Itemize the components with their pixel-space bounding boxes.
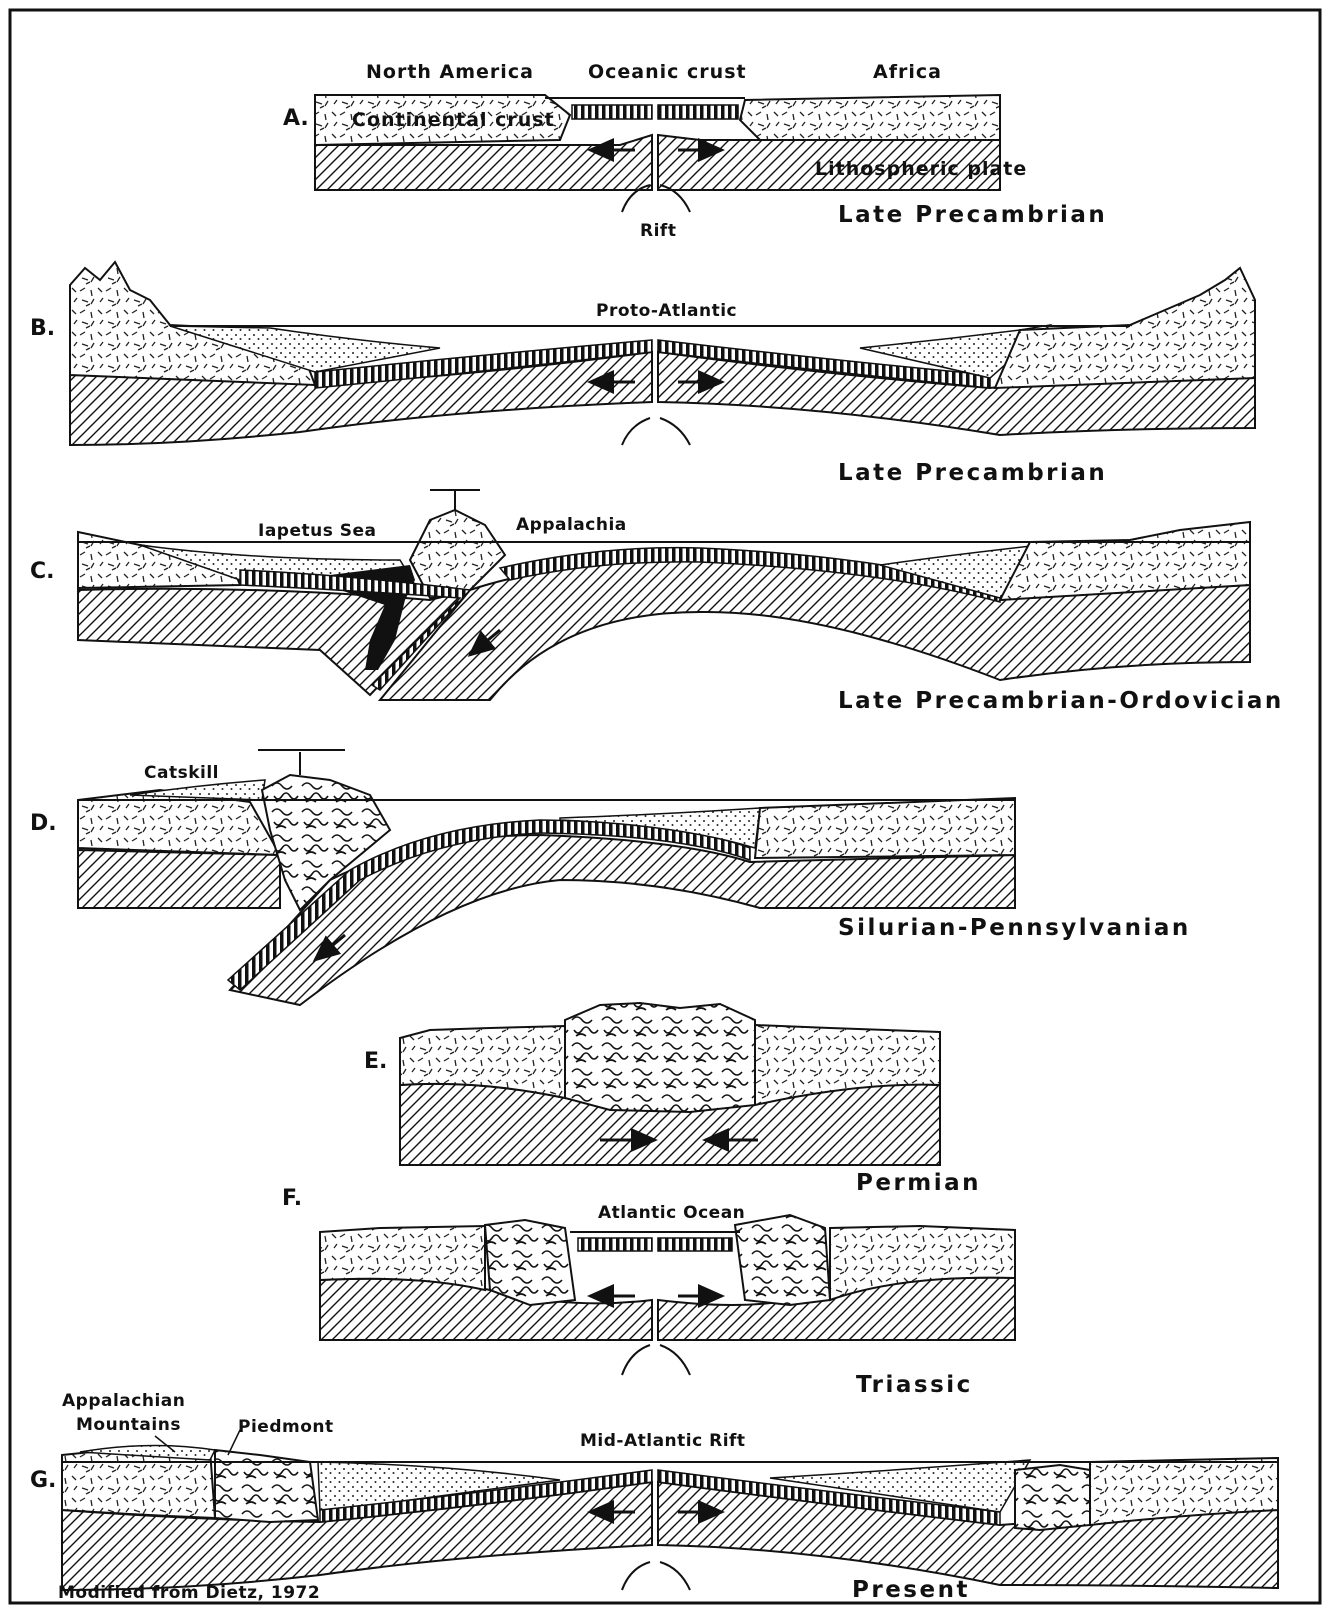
orogen-g-right	[1015, 1465, 1090, 1530]
panel-c: C. Iapetus Sea Appalachia Late Precambri…	[30, 490, 1284, 714]
label-africa: Africa	[873, 61, 942, 83]
panel-f: F. Atlantic Ocean Triassic	[282, 1186, 1015, 1398]
panel-e: E. Permian	[364, 1003, 981, 1196]
label-rift: Rift	[640, 221, 676, 241]
continental-crust-d-right	[755, 798, 1015, 858]
panel-g: G. Appalachian Mountains Piedmont Mid-At…	[30, 1391, 1278, 1603]
period-e: Permian	[856, 1170, 981, 1196]
label-appalachia: Appalachia	[516, 515, 627, 535]
lithosphere-d-left	[78, 850, 280, 908]
label-iapetus-sea: Iapetus Sea	[258, 521, 377, 541]
panel-letter-d: D.	[30, 811, 57, 836]
panel-a: A. North America Oceanic crust Africa Co…	[283, 61, 1107, 241]
label-continental-crust: Continental crust	[352, 109, 555, 131]
period-f: Triassic	[856, 1372, 973, 1398]
label-atlantic-ocean: Atlantic Ocean	[598, 1203, 745, 1223]
panel-letter-b: B.	[30, 316, 55, 341]
oceanic-crust-f-right	[658, 1238, 732, 1251]
panel-letter-f: F.	[282, 1186, 302, 1211]
orogen-f-right	[735, 1215, 830, 1305]
oceanic-crust-a-left	[572, 105, 652, 119]
label-north-america: North America	[366, 61, 534, 83]
panel-letter-e: E.	[364, 1049, 387, 1074]
period-c: Late Precambrian-Ordovician	[838, 688, 1284, 714]
oceanic-crust-a-right	[658, 105, 738, 119]
period-a: Late Precambrian	[838, 202, 1107, 228]
oceanic-crust-f-left	[578, 1238, 652, 1251]
piedmont-orogen	[215, 1450, 318, 1522]
label-catskill: Catskill	[144, 763, 219, 783]
label-lithospheric-plate: Lithospheric plate	[815, 158, 1027, 180]
label-piedmont: Piedmont	[238, 1417, 334, 1437]
panel-letter-a: A.	[283, 106, 309, 131]
continental-crust-africa	[740, 95, 1000, 140]
continental-crust-b-left	[70, 262, 315, 385]
label-oceanic-crust: Oceanic crust	[588, 61, 747, 83]
orogen-e	[565, 1003, 755, 1112]
period-d: Silurian-Pennsylvanian	[838, 915, 1191, 941]
label-appalachian-mountains-2: Mountains	[76, 1415, 181, 1435]
panel-letter-c: C.	[30, 559, 55, 584]
period-b: Late Precambrian	[838, 460, 1107, 486]
label-appalachian-mountains-1: Appalachian	[62, 1391, 185, 1411]
label-mid-atlantic-rift: Mid-Atlantic Rift	[580, 1431, 746, 1451]
panel-letter-g: G.	[30, 1468, 56, 1493]
panel-b: B. Proto-Atlantic Late Precambrian	[30, 262, 1255, 486]
orogen-f-left	[485, 1220, 575, 1305]
period-g: Present	[852, 1577, 970, 1603]
source-note: Modified from Dietz, 1972	[58, 1583, 320, 1603]
label-proto-atlantic: Proto-Atlantic	[596, 301, 737, 321]
panel-d: D. Catskill Silurian-Pennsylvanian	[30, 750, 1191, 1005]
